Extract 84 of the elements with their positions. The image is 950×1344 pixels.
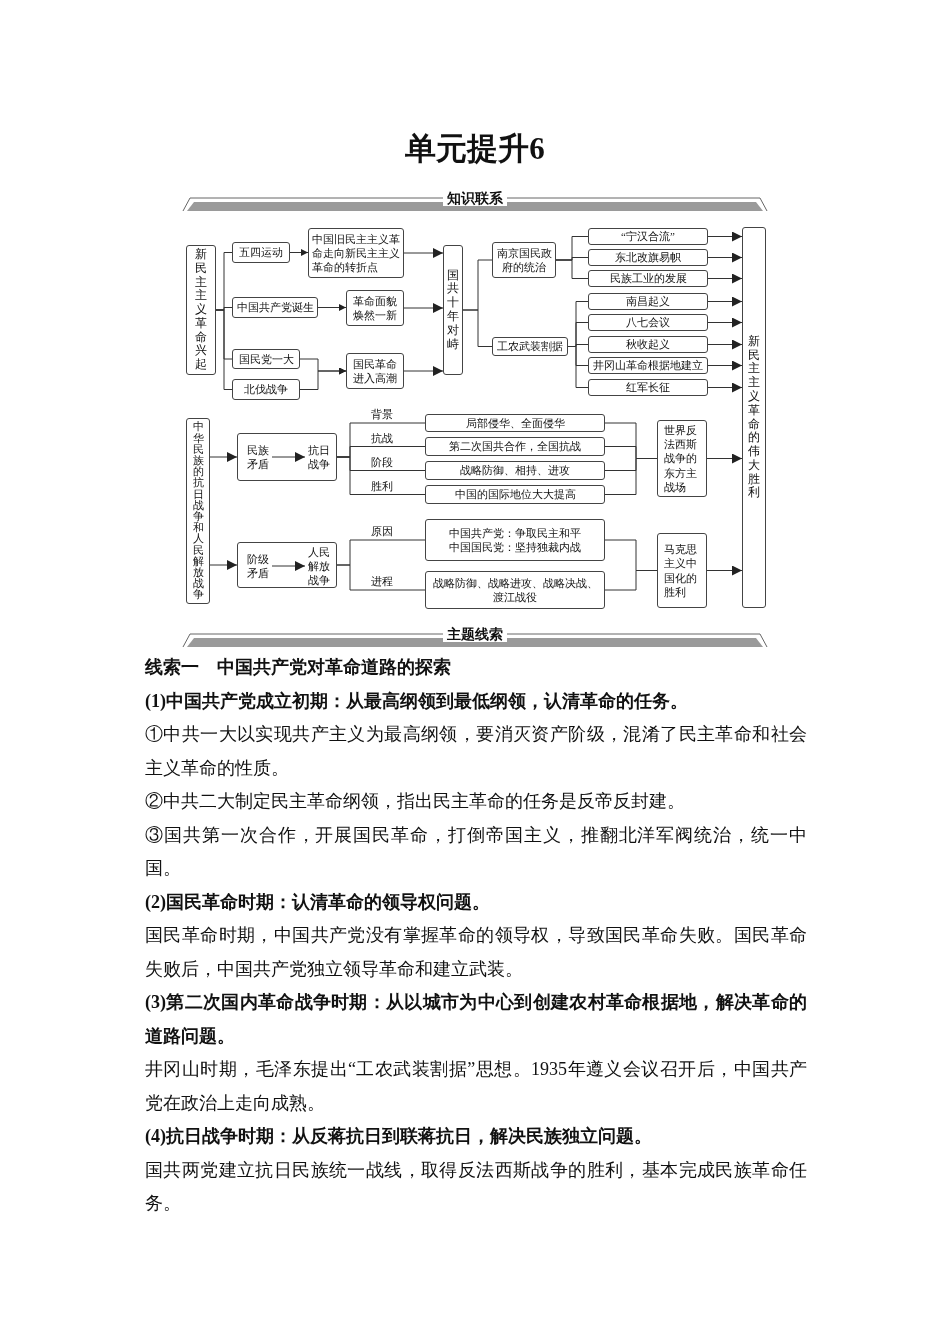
arrow bbox=[707, 231, 743, 242]
edge-label: 抗战 bbox=[370, 431, 394, 445]
paragraph: 国民革命时期，中国共产党没有掌握革命的领导权，导致国民革命失败。国民革命失败后，中国共产党独立领导革命和建立武装。 bbox=[145, 924, 807, 981]
concept-box: 北伐战争 bbox=[232, 379, 300, 400]
concept-box: 东北改旗易帜 bbox=[588, 249, 708, 266]
concept-box: 井冈山革命根据地建立 bbox=[588, 357, 708, 374]
concept-box: 第二次国共合作，全国抗战 bbox=[425, 437, 605, 456]
section-heading: 主题线索 bbox=[443, 626, 507, 642]
arrow bbox=[299, 367, 347, 390]
concept-text: 民族矛盾 bbox=[244, 441, 272, 473]
section-heading: (4)抗日战争时期：从反蒋抗日到联蒋抗日，解决民族独立问题。 bbox=[145, 1125, 653, 1148]
concept-box: 马克思主义中国化的胜利 bbox=[657, 533, 707, 608]
section-heading: 知识联系 bbox=[443, 190, 507, 206]
connector-line bbox=[462, 309, 493, 347]
arrow bbox=[209, 560, 238, 570]
concept-box bbox=[425, 519, 605, 561]
node-text: 中国共产党：争取民主和平 bbox=[449, 525, 581, 540]
concept-box: 民族工业的发展 bbox=[588, 270, 708, 287]
arrow bbox=[209, 452, 238, 462]
concept-text: 阶级矛盾 bbox=[244, 550, 272, 582]
concept-box: 工农武装割据 bbox=[492, 337, 568, 356]
arrow bbox=[707, 360, 743, 371]
paragraph: 井冈山时期，毛泽东提出“工农武装割据”思想。1935年遵义会议召开后，中国共产党在政治上走向成熟。 bbox=[145, 1058, 807, 1115]
concept-box: 革命面貌焕然一新 bbox=[346, 290, 404, 326]
edge-label: 胜利 bbox=[370, 479, 394, 493]
concept-box: 中国的国际地位大大提高 bbox=[425, 485, 605, 504]
paragraph: ①中共一大以实现共产主义为最高纲领，要消灭资产阶级，混淆了民主革命和社会主义革命的性质。 bbox=[145, 723, 807, 780]
group-box bbox=[237, 542, 337, 588]
arrow bbox=[403, 248, 444, 258]
concept-text: 抗日战争 bbox=[305, 441, 333, 473]
concept-box: 战略防御、相持、进攻 bbox=[425, 461, 605, 480]
concept-box: 中国共产党诞生 bbox=[232, 297, 318, 318]
edge-label: 阶段 bbox=[370, 455, 394, 469]
concept-box: 五四运动 bbox=[232, 242, 290, 263]
arrow bbox=[403, 366, 444, 376]
arrow bbox=[707, 339, 743, 350]
paragraph: ②中共二大制定民主革命纲领，指出民主革命的任务是反帝反封建。 bbox=[145, 790, 686, 813]
node-text: 中国国民党：坚持独裁内战 bbox=[449, 540, 581, 555]
arrow bbox=[707, 382, 743, 393]
concept-box: 南昌起义 bbox=[588, 293, 708, 310]
concept-box: 南京国民政府的统治 bbox=[492, 242, 556, 278]
arrow bbox=[706, 453, 743, 464]
connector-line bbox=[604, 458, 658, 495]
arrow bbox=[706, 565, 743, 576]
connector-line bbox=[336, 456, 426, 495]
vertical-text-box: 新民主主义革命兴起 bbox=[186, 245, 216, 375]
arrow bbox=[707, 296, 743, 307]
vertical-text-box: 国共十年对峙 bbox=[443, 245, 463, 375]
concept-text: 人民解放战争 bbox=[305, 546, 333, 586]
paragraph: ③国共第一次合作，开展国民革命，打倒帝国主义，推翻北洋军阀统治，统一中国。 bbox=[145, 823, 807, 880]
section-heading: 线索一 中国共产党对革命道路的探索 bbox=[145, 656, 452, 679]
arrow bbox=[289, 249, 309, 256]
connector-line bbox=[567, 346, 589, 388]
page-title: 单元提升6 bbox=[404, 130, 546, 168]
concept-box: “宁汉合流” bbox=[588, 228, 708, 245]
section-heading: (3)第二次国内革命战争时期：从以城市为中心到创建农村革命根据地，解决革命的道路问题。 bbox=[145, 991, 807, 1048]
section-heading: (1)中国共产党成立初期：从最高纲领到最低纲领，认清革命的任务。 bbox=[145, 689, 689, 713]
concept-box: 八七会议 bbox=[588, 314, 708, 331]
arrow bbox=[403, 303, 444, 313]
arrow bbox=[707, 273, 743, 284]
concept-box: 红军长征 bbox=[588, 379, 708, 396]
concept-box: 国民革命进入高潮 bbox=[346, 353, 404, 389]
paragraph: 国共两党建立抗日民族统一战线，取得反法西斯战争的胜利，基本完成民族革命任务。 bbox=[145, 1158, 807, 1215]
concept-box: 秋收起义 bbox=[588, 336, 708, 353]
arrow bbox=[707, 317, 743, 328]
concept-box: 战略防御、战略进攻、战略决战、渡江战役 bbox=[425, 571, 605, 609]
concept-box: 世界反法西斯战争的东方主战场 bbox=[657, 420, 707, 497]
arrow bbox=[271, 561, 306, 571]
edge-label: 背景 bbox=[370, 408, 394, 421]
group-box bbox=[237, 433, 337, 481]
connector-line bbox=[215, 309, 233, 390]
connector-line bbox=[336, 564, 426, 591]
concept-box: 国民党一大 bbox=[232, 349, 300, 369]
arrow bbox=[271, 452, 306, 462]
edge-label: 进程 bbox=[370, 575, 394, 588]
arrow bbox=[707, 252, 743, 263]
section-heading: (2)国民革命时期：认清革命的领导权问题。 bbox=[145, 890, 491, 914]
edge-label: 原因 bbox=[370, 525, 394, 538]
connector-line bbox=[555, 259, 589, 279]
arrow bbox=[317, 304, 347, 311]
concept-box: 局部侵华、全面侵华 bbox=[425, 414, 605, 432]
vertical-text-box: 中华民族的抗日战争和人民解放战争 bbox=[186, 418, 210, 604]
vertical-text-box: 新民主主义革命的伟大胜利 bbox=[742, 227, 766, 608]
concept-box: 中国旧民主主义革命走向新民主主义革命的转折点 bbox=[308, 228, 404, 278]
